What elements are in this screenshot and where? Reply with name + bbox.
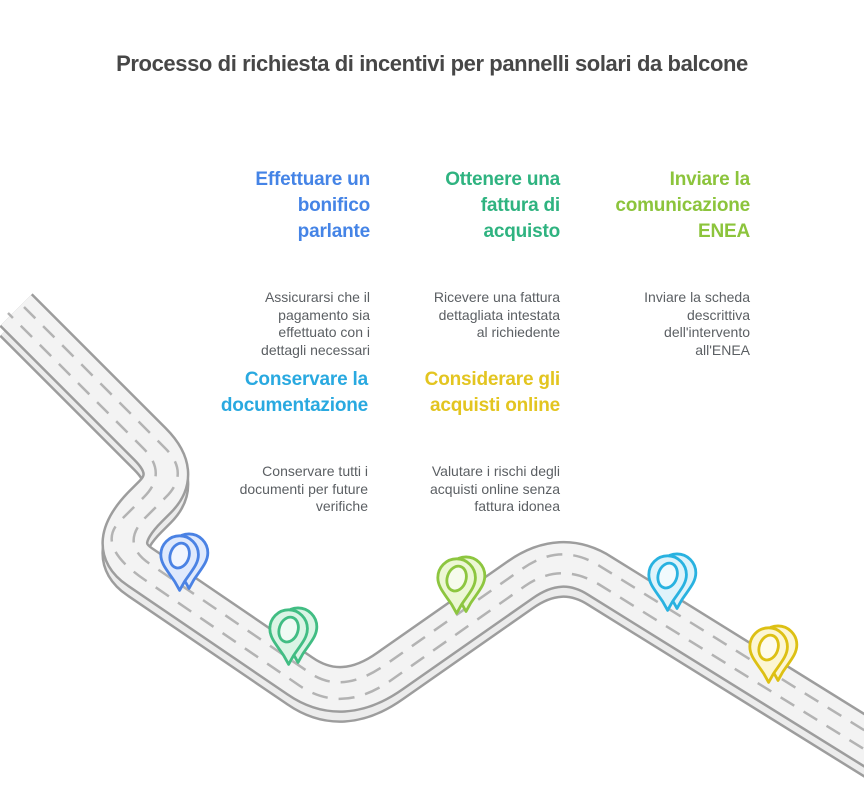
yellow-map-pin-icon	[748, 624, 799, 684]
step-heading: Ottenere una fattura di acquisto	[445, 169, 560, 242]
page-title: Processo di richiesta di incentivi per p…	[116, 51, 748, 76]
step-heading: Inviare la comunicazione ENEA	[615, 169, 750, 242]
green-map-pin-icon	[268, 606, 319, 666]
blue-map-pin-icon	[159, 532, 210, 592]
lime-map-pin-icon	[436, 555, 487, 615]
step-description: Ricevere una fattura dettagliata intesta…	[433, 289, 560, 340]
winding-road	[0, 293, 864, 778]
step-description: Conservare tutti i documenti per future …	[239, 463, 368, 514]
lane-dash-line	[23, 306, 864, 732]
step-description: Inviare la scheda descrittiva dell'inter…	[644, 289, 750, 358]
step-block-fattura: Ottenere una fattura di acquisto Ricever…	[375, 131, 560, 378]
step-description: Assicurarsi che il pagamento sia effettu…	[261, 289, 370, 358]
step-block-bonifico: Effettuare un bonifico parlante Assicura…	[185, 131, 370, 395]
step-block-enea: Inviare la comunicazione ENEA Inviare la…	[565, 131, 750, 395]
lane-dash-line	[7, 312, 864, 751]
cyan-map-pin-icon	[647, 552, 698, 612]
step-block-documentazione: Conservare la documentazione Conservare …	[183, 331, 368, 552]
step-block-acquisti-online: Considerare gli acquisti online Valutare…	[375, 331, 561, 552]
step-description: Valutare i rischi degli acquisti online …	[430, 463, 560, 514]
step-heading: Effettuare un bonifico parlante	[255, 169, 370, 242]
step-heading: Conservare la documentazione	[220, 369, 368, 416]
step-heading: Considerare gli acquisti online	[424, 369, 561, 416]
road-surface	[1, 295, 864, 765]
